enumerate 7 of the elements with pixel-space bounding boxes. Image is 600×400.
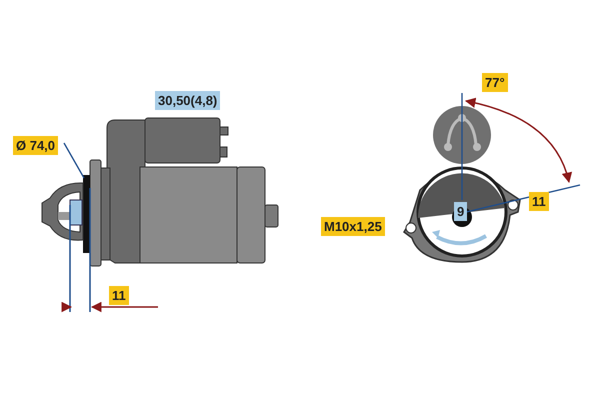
dimension-label: 30,50(4,8) (155, 91, 220, 110)
callout-number: 9 (454, 202, 468, 221)
dimension-label: M10x1,25 (321, 217, 385, 236)
dimension-label: 11 (529, 192, 549, 211)
dimension-label: Ø 74,0 (13, 136, 58, 155)
dimension-label: 77° (482, 73, 508, 92)
dimension-label: 11 (109, 286, 129, 305)
